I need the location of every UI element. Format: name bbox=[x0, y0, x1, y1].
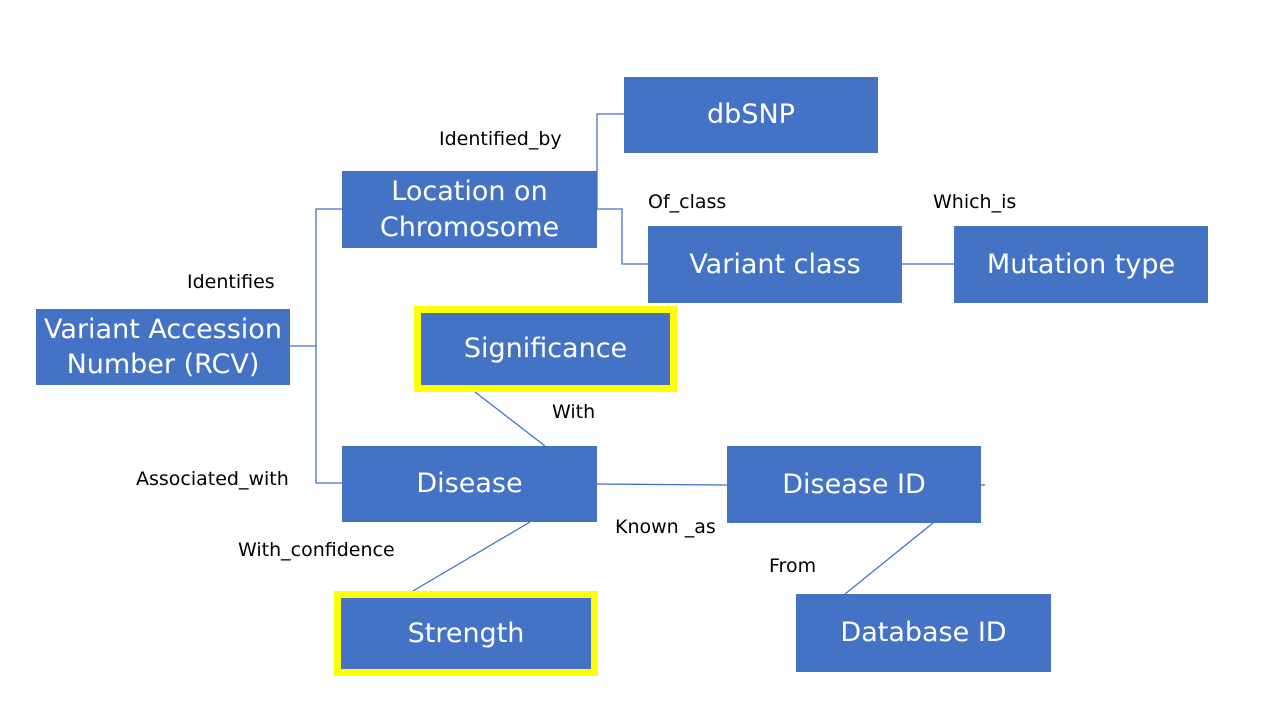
edge-label-of-class: Of_class bbox=[648, 191, 727, 213]
connector-location-dbsnp bbox=[596, 113, 624, 209]
edge-label-associated-with: Associated_with bbox=[136, 468, 289, 490]
edge-label-from: From bbox=[769, 555, 817, 577]
connector-rcv-disease bbox=[315, 346, 342, 484]
node-location: Location on Chromosome bbox=[342, 171, 597, 248]
node-significance: Significance bbox=[414, 306, 677, 392]
node-rcv-line1: Variant Accession bbox=[44, 313, 282, 345]
node-location-line2: Chromosome bbox=[379, 211, 560, 243]
node-database-id: Database ID bbox=[796, 594, 1051, 672]
node-location-line1: Location on bbox=[391, 176, 548, 208]
connector-disease-disease-id bbox=[596, 483, 728, 486]
connector-significance-disease bbox=[474, 391, 546, 447]
node-mutation-type: Mutation type bbox=[954, 226, 1208, 303]
edge-label-with: With bbox=[552, 401, 596, 423]
connector-disease-strength bbox=[412, 521, 531, 592]
node-disease: Disease bbox=[342, 446, 597, 522]
node-rcv-line2: Number (RCV) bbox=[66, 349, 260, 380]
connector-disease-id-database-id bbox=[844, 522, 934, 595]
edge-label-which-is: Which_is bbox=[933, 191, 1017, 213]
edge-label-identified-by: Identified_by bbox=[439, 128, 562, 150]
node-disease-id: Disease ID bbox=[727, 446, 981, 523]
edge-label-with-confidence: With_confidence bbox=[238, 539, 395, 561]
edge-label-known-as: Known _as bbox=[615, 516, 716, 538]
edge-label-identifies: Identifies bbox=[187, 271, 275, 293]
node-rcv: Variant Accession Number (RCV) bbox=[36, 309, 290, 385]
node-strength: Strength bbox=[334, 591, 598, 676]
connector-rcv-location bbox=[290, 208, 342, 347]
connector-location-variant-class bbox=[597, 208, 648, 265]
node-dbsnp: dbSNP bbox=[624, 77, 878, 153]
node-variant-class: Variant class bbox=[648, 226, 902, 303]
